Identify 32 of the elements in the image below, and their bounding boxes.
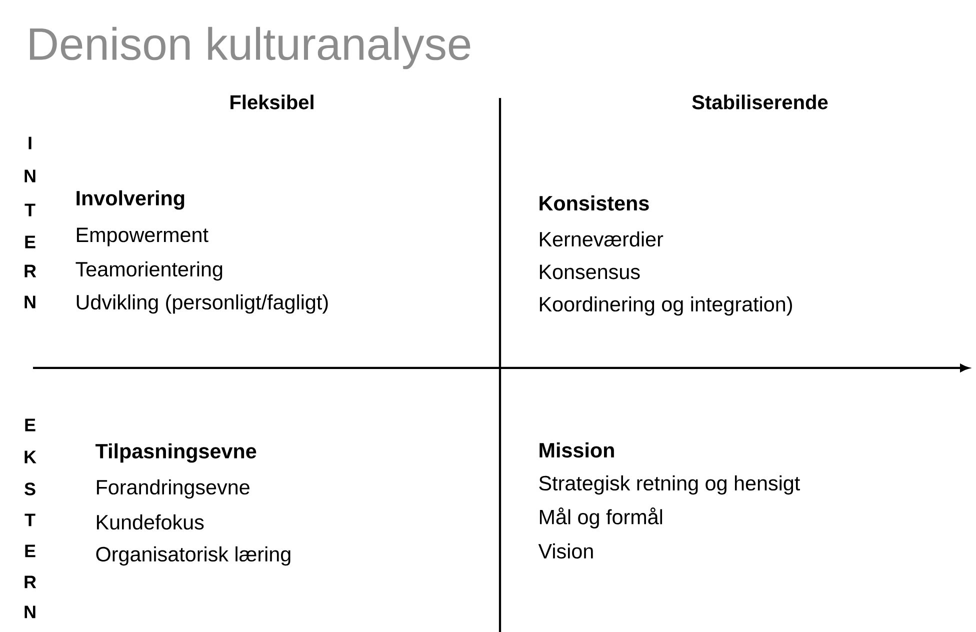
list-item: Konsensus xyxy=(540,264,640,280)
axis-letter: E xyxy=(25,544,36,558)
list-item: Strategisk retning og hensigt xyxy=(539,475,800,495)
axis-letter: T xyxy=(24,204,36,216)
title: Denison kulturanalyse xyxy=(30,26,470,70)
quadrant-heading: Mission xyxy=(540,442,614,458)
axis-label: Stabiliserende xyxy=(692,94,828,110)
axis-letter: N xyxy=(24,170,36,182)
axis-letter: T xyxy=(24,514,36,526)
axis-letter: K xyxy=(24,450,36,464)
axis-letter: N xyxy=(24,296,36,308)
axis-letter: N xyxy=(24,606,36,618)
list-item: Mål og formål xyxy=(540,508,662,528)
list-item: Kerneværdier xyxy=(540,231,664,247)
list-item: Organisatorisk læring xyxy=(96,546,290,566)
quadrant-heading: Involvering xyxy=(76,190,184,210)
list-item: Kundefokus xyxy=(96,514,204,530)
axis-letter: E xyxy=(25,236,36,248)
axis-label: Fleksibel xyxy=(230,94,314,110)
list-item: Teamorientering xyxy=(76,261,222,281)
list-item: Vision xyxy=(538,543,593,559)
list-item: Koordinering og integration) xyxy=(540,296,792,316)
axis-letter: I xyxy=(28,136,32,150)
axis-letter: E xyxy=(25,418,36,432)
axis-letter: R xyxy=(24,264,36,278)
list-item: Empowerment xyxy=(76,228,208,246)
quadrant-heading: Tilpasningsevne xyxy=(96,443,256,463)
list-item: Udvikling (personligt/fagligt) xyxy=(76,294,328,314)
quadrant-heading: Konsistens xyxy=(540,195,649,211)
list-item: Forandringsevne xyxy=(96,479,250,499)
axis-letter: R xyxy=(24,576,36,588)
axis-letter: S xyxy=(24,482,36,496)
